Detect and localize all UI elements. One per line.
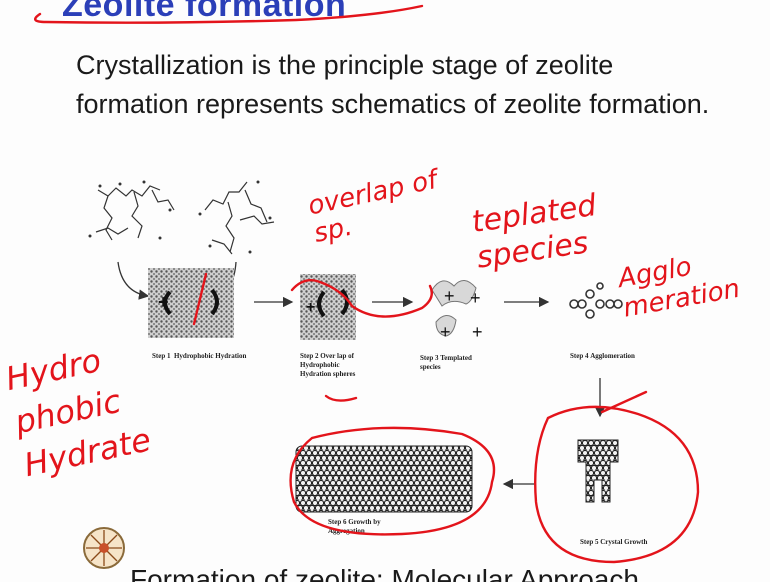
- next-slide-title: Formation of zeolite: Molecular Approach: [130, 564, 639, 582]
